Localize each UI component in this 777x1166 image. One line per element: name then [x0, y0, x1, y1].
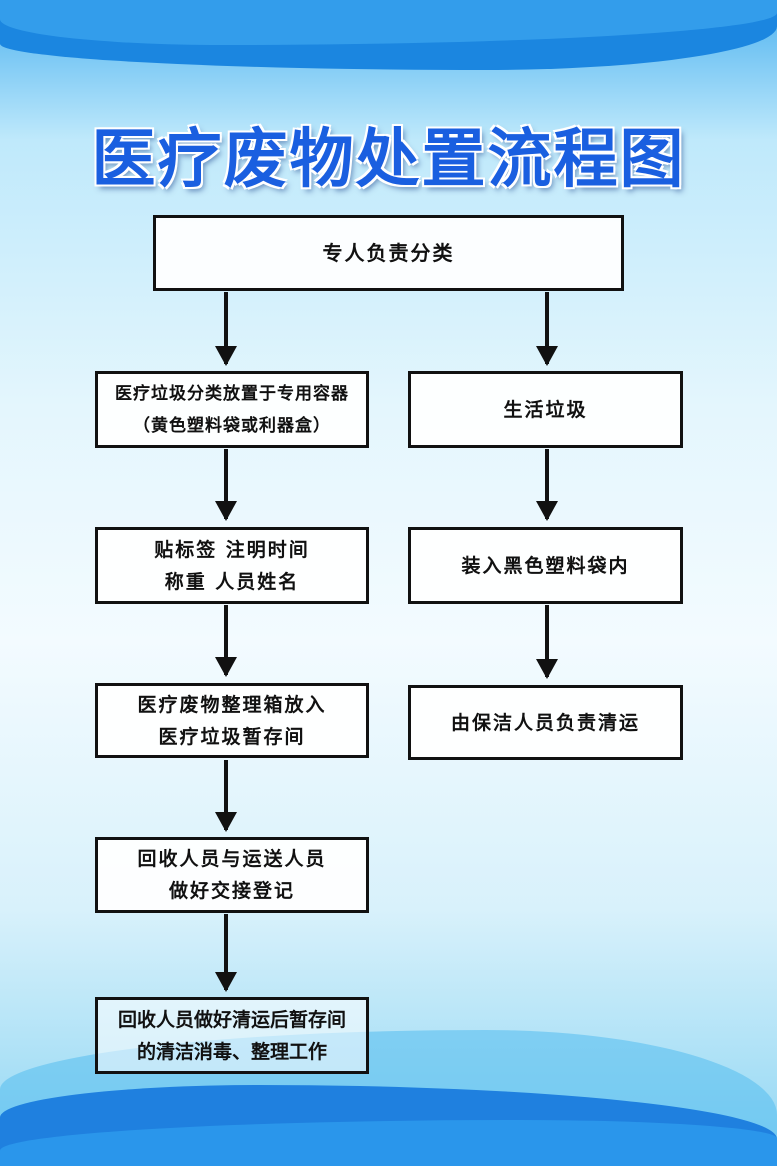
arrow-down	[215, 449, 237, 521]
step-line: 生活垃圾	[503, 398, 588, 421]
medical-step-2: 贴标签 注明时间称重 人员姓名	[95, 527, 369, 604]
poster-title: 医疗废物处置流程图	[91, 123, 686, 197]
medical-step-3: 医疗废物整理箱放入医疗垃圾暂存间	[95, 683, 369, 758]
arrow-down	[215, 914, 237, 992]
medical-step-4: 回收人员与运送人员做好交接登记	[95, 837, 369, 913]
step-line: 医疗废物整理箱放入	[137, 693, 327, 716]
step-line: 由保洁人员负责清运	[450, 711, 640, 734]
medical-step-1: 医疗垃圾分类放置于专用容器 （黄色塑料袋或利器盒）	[95, 371, 369, 448]
step-line: 做好交接登记	[168, 880, 295, 902]
arrow-down	[215, 292, 237, 366]
arrow-down	[536, 605, 558, 679]
domestic-step-1: 生活垃圾	[408, 371, 683, 448]
medical-step-5: 回收人员做好清运后暂存间的清洁消毒、整理工作	[95, 997, 369, 1074]
arrow-down	[536, 449, 558, 521]
domestic-step-2: 装入黑色塑料袋内	[408, 527, 683, 604]
domestic-step-3: 由保洁人员负责清运	[408, 685, 683, 760]
step-line: 医疗垃圾分类放置于专用容器	[115, 383, 349, 404]
step-line: 的清洁消毒、整理工作	[136, 1040, 327, 1063]
step-line: 回收人员做好清运后暂存间	[117, 1008, 346, 1031]
step-line: 医疗垃圾暂存间	[158, 725, 306, 748]
arrow-down	[215, 605, 237, 677]
step-line: 称重 人员姓名	[164, 570, 300, 593]
step-line: 贴标签 注明时间	[154, 538, 310, 561]
step-line: 装入黑色塑料袋内	[461, 554, 630, 577]
start-box: 专人负责分类	[153, 215, 624, 291]
start-label: 专人负责分类	[322, 241, 455, 265]
step-line: 回收人员与运送人员	[137, 848, 327, 870]
step-line: （黄色塑料袋或利器盒）	[133, 415, 331, 436]
arrow-down	[215, 760, 237, 832]
arrow-down	[536, 292, 558, 366]
